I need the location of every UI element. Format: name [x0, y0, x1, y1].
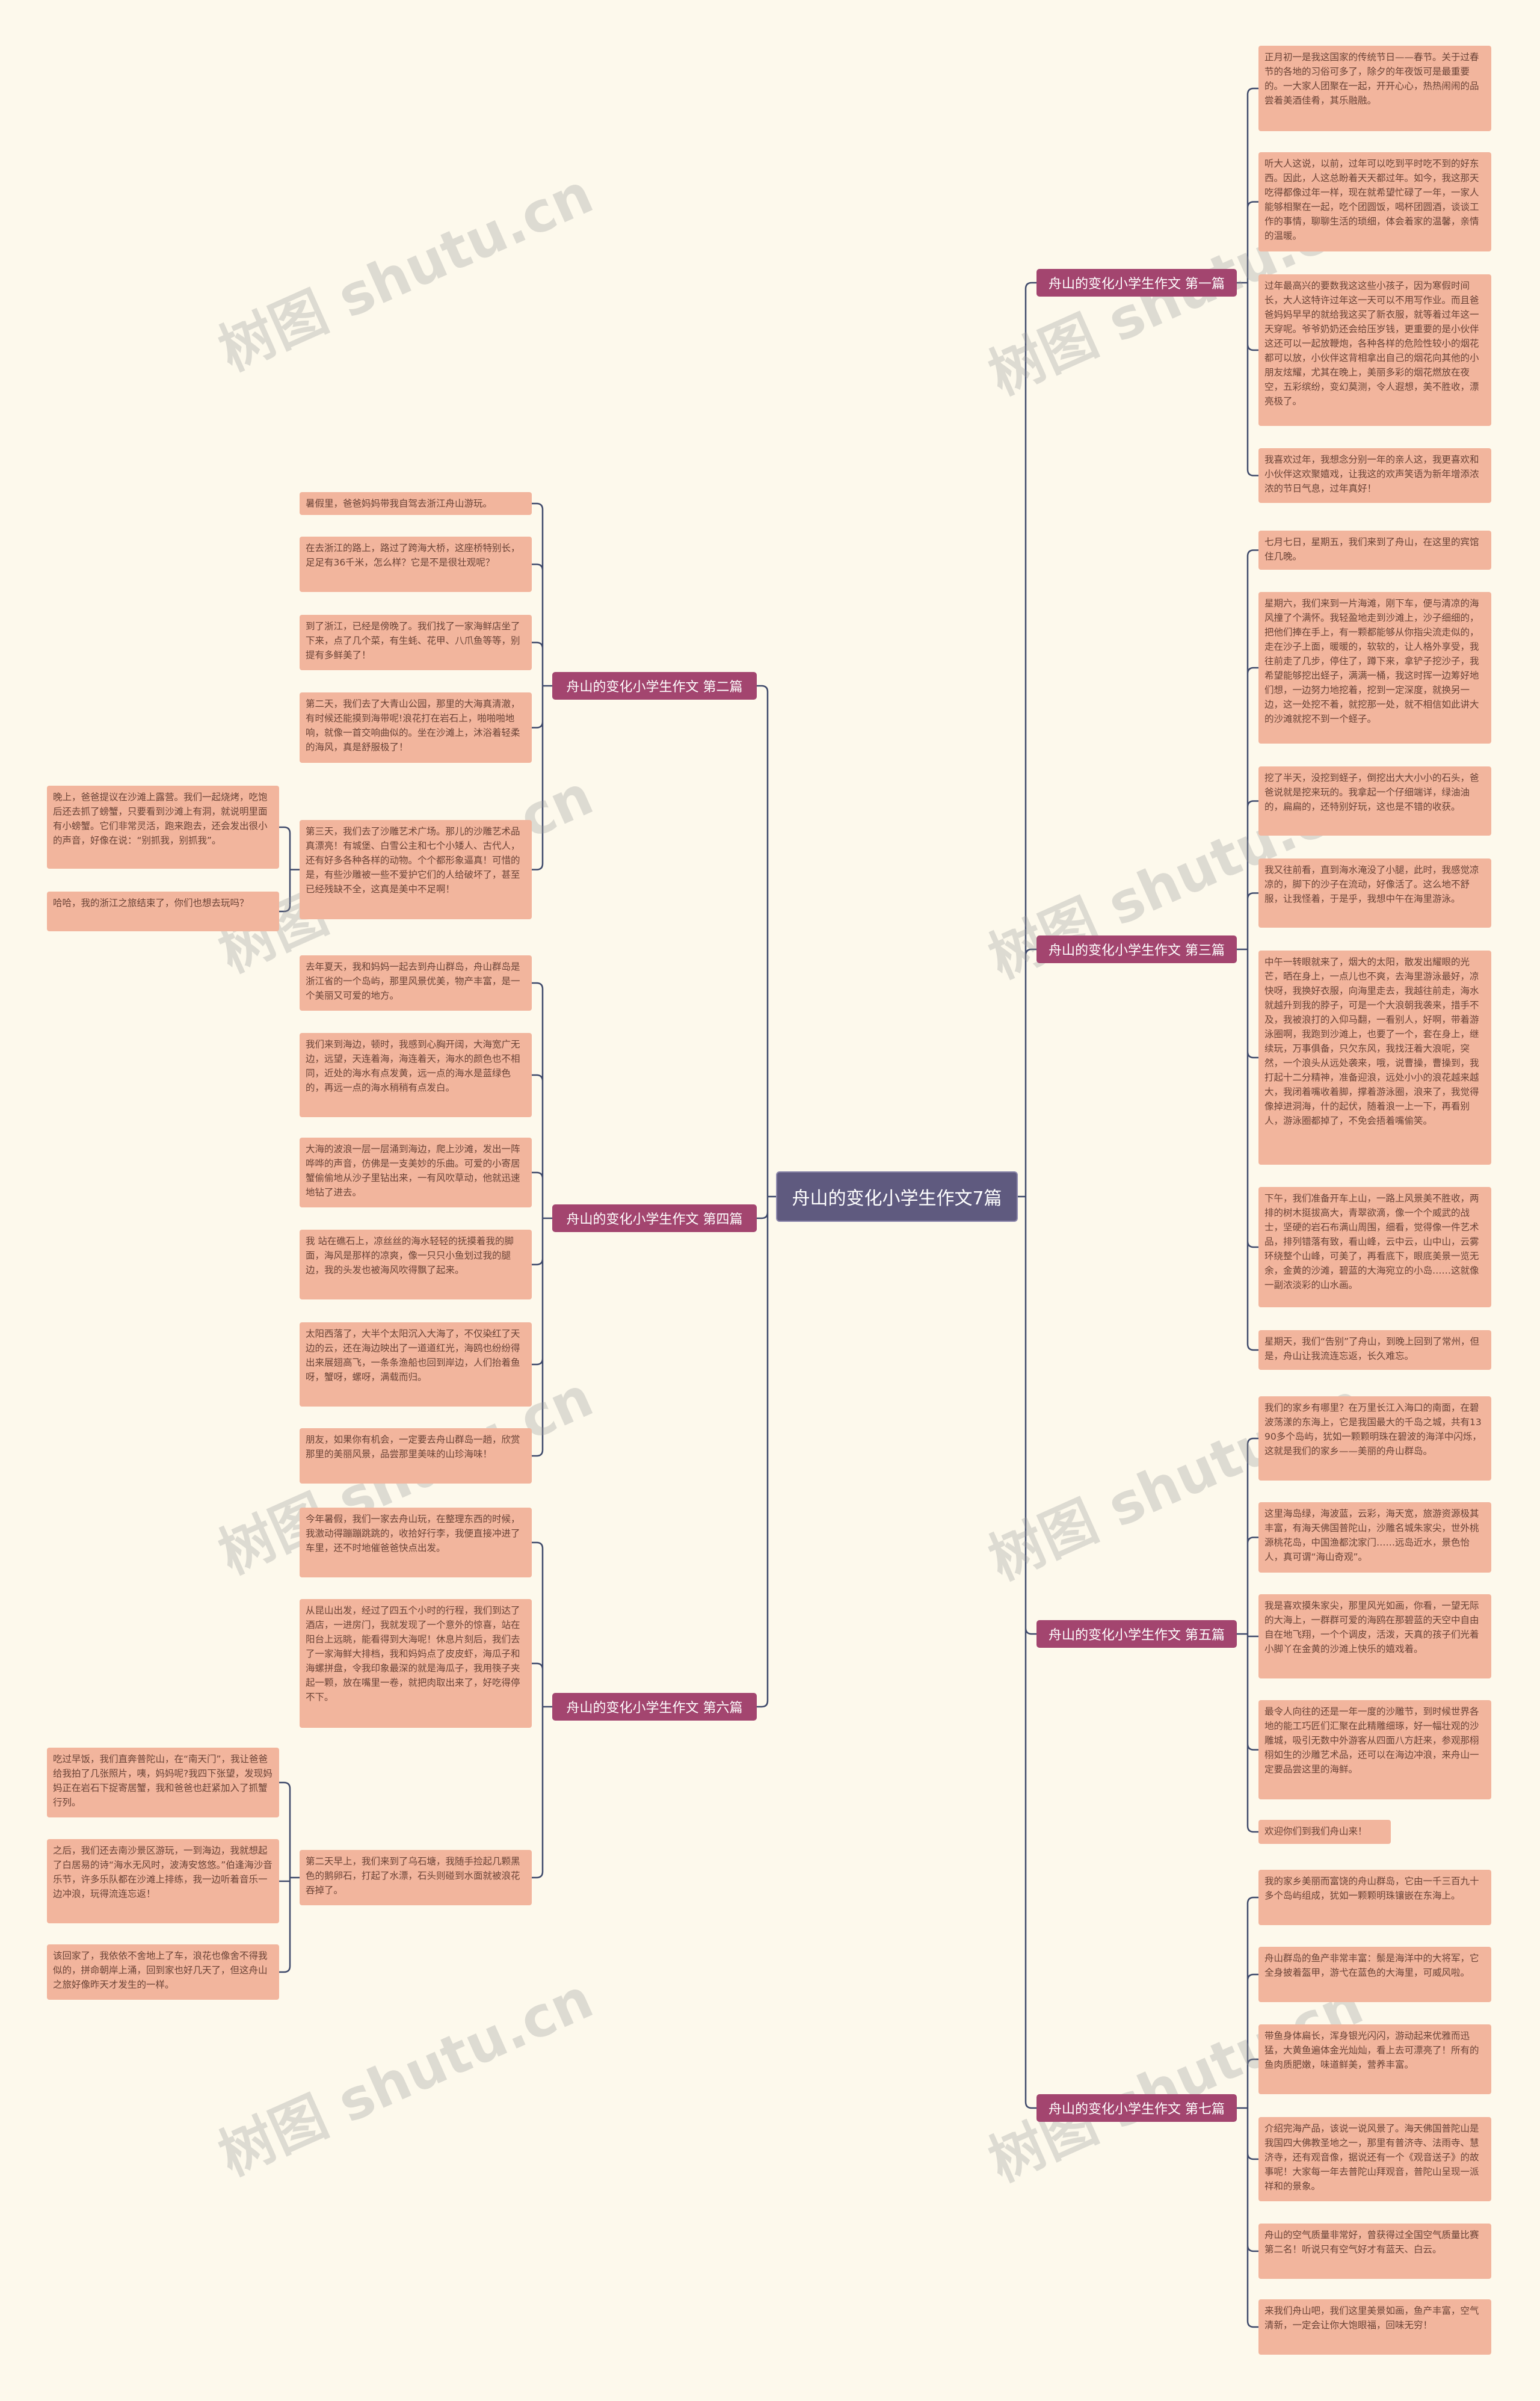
leaf-3-6: 下午，我们准备开车上山，一路上风景美不胜收，两排的树木挺拔高大，青翠欲滴，像一个… — [1258, 1187, 1491, 1307]
branch-5[interactable]: 舟山的变化小学生作文 第五篇 — [1036, 1620, 1237, 1648]
leaf-2-1: 暑假里，爸爸妈妈带我自驾去浙江舟山游玩。 — [300, 492, 532, 515]
leaf-3-2: 星期六，我们来到一片海滩，刚下车，便与清凉的海风撞了个满怀。我轻盈地走到沙滩上，… — [1258, 592, 1491, 744]
leaf-4-6: 朋友，如果你有机会，一定要去舟山群岛一趟，欣赏那里的美丽风景，品尝那里美味的山珍… — [300, 1428, 532, 1484]
connector-branch-7 — [1237, 1896, 1258, 2328]
connector-leaf-6-3 — [279, 1781, 300, 1973]
leaf-7-1: 我的家乡美丽而富饶的舟山群岛，它由一千三百九十多个岛屿组成，犹如一颗颗明珠镶嵌在… — [1258, 1870, 1491, 1925]
connector-leaf-2-5 — [279, 826, 300, 913]
connector-branch-5 — [1237, 1437, 1258, 1833]
leaf-3-7: 星期天，我们“告别”了舟山，到晚上回到了常州，但是，舟山让我流连忘返，长久难忘。 — [1258, 1330, 1491, 1370]
leaf-6-1: 今年暑假，我们一家去舟山玩，在整理东西的时候，我激动得蹦蹦跳跳的，收拾好行李，我… — [300, 1508, 532, 1577]
leaf-6-3: 第二天早上，我们来到了乌石塘，我随手捡起几颗黑色的鹅卵石，打起了水漂，石头则碰到… — [300, 1850, 532, 1905]
branch-1[interactable]: 舟山的变化小学生作文 第一篇 — [1036, 269, 1237, 297]
branch-2[interactable]: 舟山的变化小学生作文 第二篇 — [552, 672, 757, 700]
leaf-5-2: 这里海岛绿，海波蓝，云彩，海天宽，旅游资源极其丰富，有海天佛国普陀山，沙雕名城朱… — [1258, 1502, 1491, 1573]
branch-4[interactable]: 舟山的变化小学生作文 第四篇 — [552, 1204, 757, 1232]
leaf-4-4: 我 站在礁石上，凉丝丝的海水轻轻的抚摸着我的脚面，海风是那样的凉爽，像一只只小鱼… — [300, 1230, 532, 1299]
connector-branch-4 — [532, 982, 552, 1457]
leaf-5-1: 我们的家乡有哪里？在万里长江入海口的南面，在碧波荡漾的东海上，它是我国最大的千岛… — [1258, 1396, 1491, 1481]
leaf-5-3: 我是喜欢摸朱家尖，那里风光如画，你看，一望无际的大海上，一群群可爱的海鸥在那碧蓝… — [1258, 1594, 1491, 1678]
leaf-6-3-2: 之后，我们还去南沙景区游玩，一到海边，我就想起了白居易的诗“海水无风时，波涛安悠… — [47, 1839, 279, 1923]
leaf-1-4: 我喜欢过年，我想念分别一年的亲人这，我更喜欢和小伙伴这欢聚嬉戏，让我这的欢声笑语… — [1258, 448, 1491, 503]
leaf-7-2: 舟山群岛的鱼产非常丰富：鬃是海洋中的大将军，它全身披着盔甲，游弋在蓝色的大海里，… — [1258, 1947, 1491, 2002]
central-topic[interactable]: 舟山的变化小学生作文7篇 — [776, 1171, 1018, 1222]
leaf-7-5: 舟山的空气质量非常好，曾获得过全国空气质量比赛第二名！听说只有空气好才有蓝天、白… — [1258, 2224, 1491, 2279]
leaf-4-1: 去年夏天，我和妈妈一起去到舟山群岛，舟山群岛是浙江省的一个岛屿，那里风景优美，物… — [300, 955, 532, 1011]
leaf-4-2: 我们来到海边，顿时，我感到心胸开阔，大海宽广无边，远望，天连着海，海连着天，海水… — [300, 1033, 532, 1117]
leaf-1-2: 听大人这说，以前，过年可以吃到平时吃不到的好东西。因此，人这总盼着天天都过年。如… — [1258, 152, 1491, 251]
connector-center-right — [1018, 282, 1036, 2109]
leaf-1-3: 过年最高兴的要数我这这些小孩子，因为寒假时间长，大人这特许过年这一天可以不用写作… — [1258, 274, 1491, 426]
leaf-7-3: 带鱼身体扁长，浑身银光闪闪，游动起来优雅而迅猛，大黄鱼遍体金光灿灿，看上去可漂亮… — [1258, 2024, 1491, 2094]
leaf-6-3-3: 该回家了，我依依不舍地上了车，浪花也像舍不得我似的，拼命朝岸上涌，回到家也好几天… — [47, 1944, 279, 2000]
leaf-4-3: 大海的波浪一层一层涌到海边，爬上沙滩，发出一阵哗哗的声音，仿佛是一支美妙的乐曲。… — [300, 1138, 532, 1207]
leaf-6-2: 从昆山出发，经过了四五个小时的行程，我们到达了酒店，一进房门，我就发现了一个意外… — [300, 1599, 532, 1728]
leaf-3-1: 七月七日，星期五，我们来到了舟山，在这里的宾馆住几晚。 — [1258, 531, 1491, 570]
leaf-3-4: 我又往前看，直到海水淹没了小腿，此时，我感觉凉凉的，脚下的沙子在流动，好像活了。… — [1258, 858, 1491, 928]
leaf-1-1: 正月初一是我这国家的传统节日——春节。关于过春节的各地的习俗可多了，除夕的年夜饭… — [1258, 46, 1491, 131]
leaf-2-3: 到了浙江，已经是傍晚了。我们找了一家海鲜店坐了下来，点了几个菜，有生蚝、花甲、八… — [300, 615, 532, 670]
leaf-2-5-2: 哈哈，我的浙江之旅结束了，你们也想去玩吗？ — [47, 892, 279, 931]
leaf-2-5: 第三天，我们去了沙雕艺术广场。那儿的沙雕艺术品真漂亮！有城堡、白雪公主和七个小矮… — [300, 820, 532, 919]
leaf-2-5-1: 晚上，爸爸提议在沙滩上露营。我们一起烧烤，吃饱后还去抓了螃蟹，只要看到沙滩上有洞… — [47, 786, 279, 869]
leaf-5-5: 欢迎你们到我们舟山来！ — [1258, 1820, 1391, 1844]
leaf-4-5: 太阳西落了，大半个太阳沉入大海了，不仅染红了天边的云，还在海边映出了一道道红光，… — [300, 1322, 532, 1407]
leaf-2-4: 第二天，我们去了大青山公园，那里的大海真清澈，有时候还能摸到海带呢!浪花打在岩石… — [300, 692, 532, 763]
leaf-7-6: 来我们舟山吧，我们这里美景如画，鱼产丰富，空气清新，一定会让你大饱眼福，回味无穷… — [1258, 2299, 1491, 2355]
connector-branch-6 — [532, 1541, 552, 1879]
branch-3[interactable]: 舟山的变化小学生作文 第三篇 — [1036, 935, 1237, 963]
leaf-5-4: 最令人向往的还是一年一度的沙雕节，到时候世界各地的能工巧匠们汇聚在此精雕细琢，好… — [1258, 1700, 1491, 1799]
leaf-2-2: 在去浙江的路上，路过了跨海大桥，这座桥特别长，足足有36千米，怎么样？它是不是很… — [300, 537, 532, 592]
branch-7[interactable]: 舟山的变化小学生作文 第七篇 — [1036, 2094, 1237, 2122]
connector-branch-2 — [532, 502, 552, 871]
connector-center-left — [757, 685, 776, 1708]
leaf-7-4: 介绍完海产品，该说一说风景了。海天佛国普陀山是我国四大佛教圣地之一，那里有普济寺… — [1258, 2117, 1491, 2201]
leaf-3-5: 中午一转眼就来了，烟大的太阳，散发出耀眼的光芒，晒在身上，一点儿也不爽，去海里游… — [1258, 951, 1491, 1165]
branch-6[interactable]: 舟山的变化小学生作文 第六篇 — [552, 1693, 757, 1721]
leaf-3-3: 挖了半天，没挖到蛏子，倒挖出大大小小的石头，爸爸说就是挖来玩的。我拿起一个仔细端… — [1258, 766, 1491, 836]
leaf-6-3-1: 吃过早饭，我们直奔普陀山，在“南天门”，我让爸爸给我拍了几张照片，咦，妈妈呢?我… — [47, 1748, 279, 1817]
connector-branch-1 — [1237, 87, 1258, 476]
connector-branch-3 — [1237, 549, 1258, 1351]
